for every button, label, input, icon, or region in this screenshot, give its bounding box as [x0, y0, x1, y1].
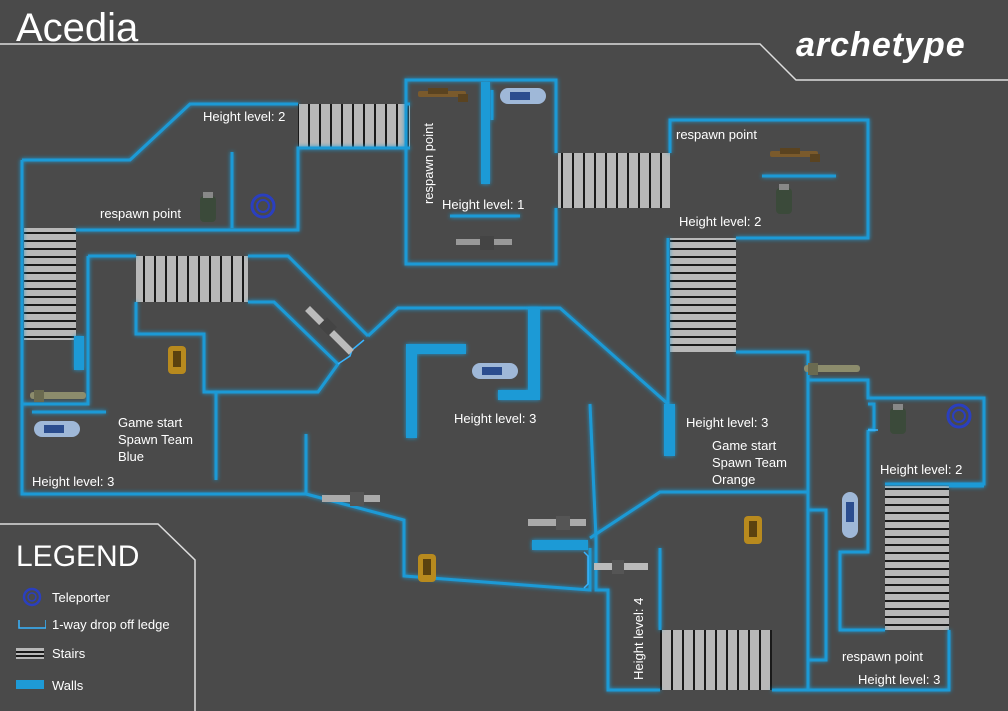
legend-stairs: Stairs [16, 643, 85, 663]
ledge-icon [18, 620, 46, 629]
legend-walls-label: Walls [52, 677, 84, 693]
sniper-rifle-icon [305, 306, 354, 355]
weapons [30, 88, 906, 582]
walls [20, 78, 986, 692]
label-height-3-right-center: Height level: 3 [686, 415, 769, 430]
legend-teleporter: Teleporter [16, 587, 110, 607]
teleporters [250, 193, 972, 429]
label-height-4: Height level: 4 [631, 597, 646, 680]
archetype-logo: archetype [796, 26, 966, 64]
label-height-2-right-low: Height level: 2 [880, 462, 963, 477]
grenade-icon [890, 404, 906, 434]
stairs-left [24, 228, 76, 340]
label-height-3-bottom-right: Height level: 3 [858, 672, 941, 687]
wall-icon [16, 680, 44, 689]
assault-rifle-icon [528, 516, 586, 530]
stairs-left-inner [136, 256, 248, 302]
stairs-icon [16, 648, 44, 659]
plasma-rifle-icon [472, 363, 518, 379]
legend-ledge-label: 1-way drop off ledge [52, 616, 170, 632]
label-spawn-blue: Game start Spawn Team Blue [118, 415, 193, 464]
plasma-rifle-icon [842, 492, 858, 538]
plasma-rifle-icon [500, 88, 546, 104]
legend-title: LEGEND [16, 540, 140, 573]
stairs-bottom-center [660, 630, 772, 690]
stairs-top-center [298, 104, 410, 148]
teleporter-icon [946, 403, 972, 429]
label-height-3-center: Height level: 3 [454, 411, 537, 426]
assault-rifle-icon [594, 560, 648, 574]
legend-teleporter-label: Teleporter [52, 589, 110, 605]
map-title: Acedia [16, 6, 139, 50]
shotgun-icon [770, 148, 820, 162]
legend-stairs-label: Stairs [52, 645, 86, 661]
label-height-2-right: Height level: 2 [679, 214, 762, 229]
label-height-1: Height level: 1 [442, 197, 525, 212]
label-respawn-vertical: respawn point [421, 123, 436, 204]
plasma-rifle-icon [34, 421, 80, 437]
label-height-3-left: Height level: 3 [32, 474, 115, 489]
label-respawn-left: respawn point [100, 206, 181, 221]
teleporter-icon [250, 193, 276, 219]
sniper-rifle-icon [456, 236, 512, 250]
assault-rifle-icon [322, 492, 380, 506]
legend-ledge: 1-way drop off ledge [16, 614, 170, 634]
overshield-icon [744, 516, 762, 544]
stairs-bottom-right [885, 486, 949, 630]
stairs-top-right [558, 153, 670, 208]
header-frame [0, 43, 1008, 711]
label-height-2-top: Height level: 2 [203, 109, 286, 124]
overshield-icon [168, 346, 186, 374]
legend-walls: Walls [16, 675, 83, 695]
teleporter-icon [22, 587, 42, 607]
label-respawn-bottom-right: respawn point [842, 649, 923, 664]
grenade-icon [776, 184, 792, 214]
needler-icon [30, 390, 86, 402]
label-respawn-right-top: respawn point [676, 127, 757, 142]
shotgun-icon [418, 88, 468, 102]
thick-walls [74, 82, 675, 550]
stairs-right-middle [670, 238, 736, 352]
needler-icon [804, 363, 860, 375]
ledges [337, 339, 878, 589]
overshield-icon [418, 554, 436, 582]
stairs-group [24, 104, 949, 690]
grenade-icon [200, 192, 216, 222]
label-spawn-orange: Game start Spawn Team Orange [712, 438, 787, 487]
